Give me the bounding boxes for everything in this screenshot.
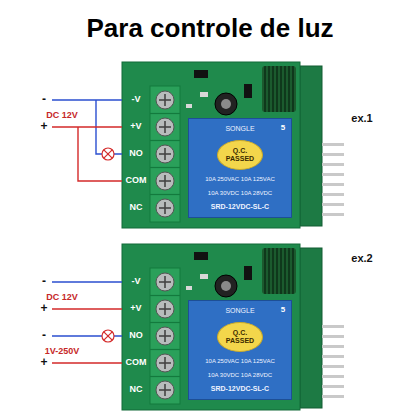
relay-module (122, 244, 344, 410)
rating-text: 10A 30VDC 10A 28VDC (208, 372, 272, 379)
voltage-label: 1V-250V (45, 347, 80, 357)
lamp-symbol (102, 148, 114, 342)
polarity-sign: + (40, 356, 47, 369)
qc-sticker: Q.C. PASSED (217, 322, 263, 352)
terminal-label: NO (129, 149, 143, 159)
relay-body: SONGLE 10A 250VAC 10A 125VAC 10A 30VDC 10A… (188, 300, 292, 400)
title: Para controle de luz (86, 14, 333, 43)
terminal-label: NO (129, 331, 143, 341)
model-text: SRD-12VDC-SL-C (211, 385, 269, 393)
qc-sticker: Q.C. PASSED (217, 140, 263, 170)
example-label: ex.2 (351, 252, 372, 264)
brand-text: SONGLE (225, 307, 254, 315)
terminal-label: NC (130, 203, 143, 213)
example-label: ex.1 (351, 112, 372, 124)
polarity-sign: - (42, 93, 46, 106)
polarity-sign: - (42, 329, 46, 342)
terminal-label: COM (126, 176, 147, 186)
polarity-sign: + (40, 302, 47, 315)
brand-text: SONGLE (225, 125, 254, 133)
polarity-sign: - (42, 275, 46, 288)
terminal-label: +V (130, 304, 141, 314)
rating-text: 10A 250VAC 10A 125VAC (205, 176, 275, 183)
terminal-label: +V (130, 122, 141, 132)
terminal-label: -V (132, 95, 141, 105)
terminal-label: COM (126, 358, 147, 368)
polarity-sign: + (40, 120, 47, 133)
terminal-label: NC (130, 385, 143, 395)
voltage-label: DC 12V (46, 293, 78, 303)
wires (52, 100, 122, 363)
relay-number: 5 (281, 306, 285, 315)
terminal-label: -V (132, 277, 141, 287)
model-text: SRD-12VDC-SL-C (211, 203, 269, 211)
sticker-text: Q.C. PASSED (222, 329, 258, 344)
relay-body: SONGLE 10A 250VAC 10A 125VAC 10A 30VDC 10A… (188, 118, 292, 218)
relay-number: 5 (281, 124, 285, 133)
rating-text: 10A 250VAC 10A 125VAC (205, 358, 275, 365)
relay-module (122, 62, 344, 228)
sticker-text: Q.C. PASSED (222, 147, 258, 162)
rating-text: 10A 30VDC 10A 28VDC (208, 190, 272, 197)
voltage-label: DC 12V (46, 111, 78, 121)
